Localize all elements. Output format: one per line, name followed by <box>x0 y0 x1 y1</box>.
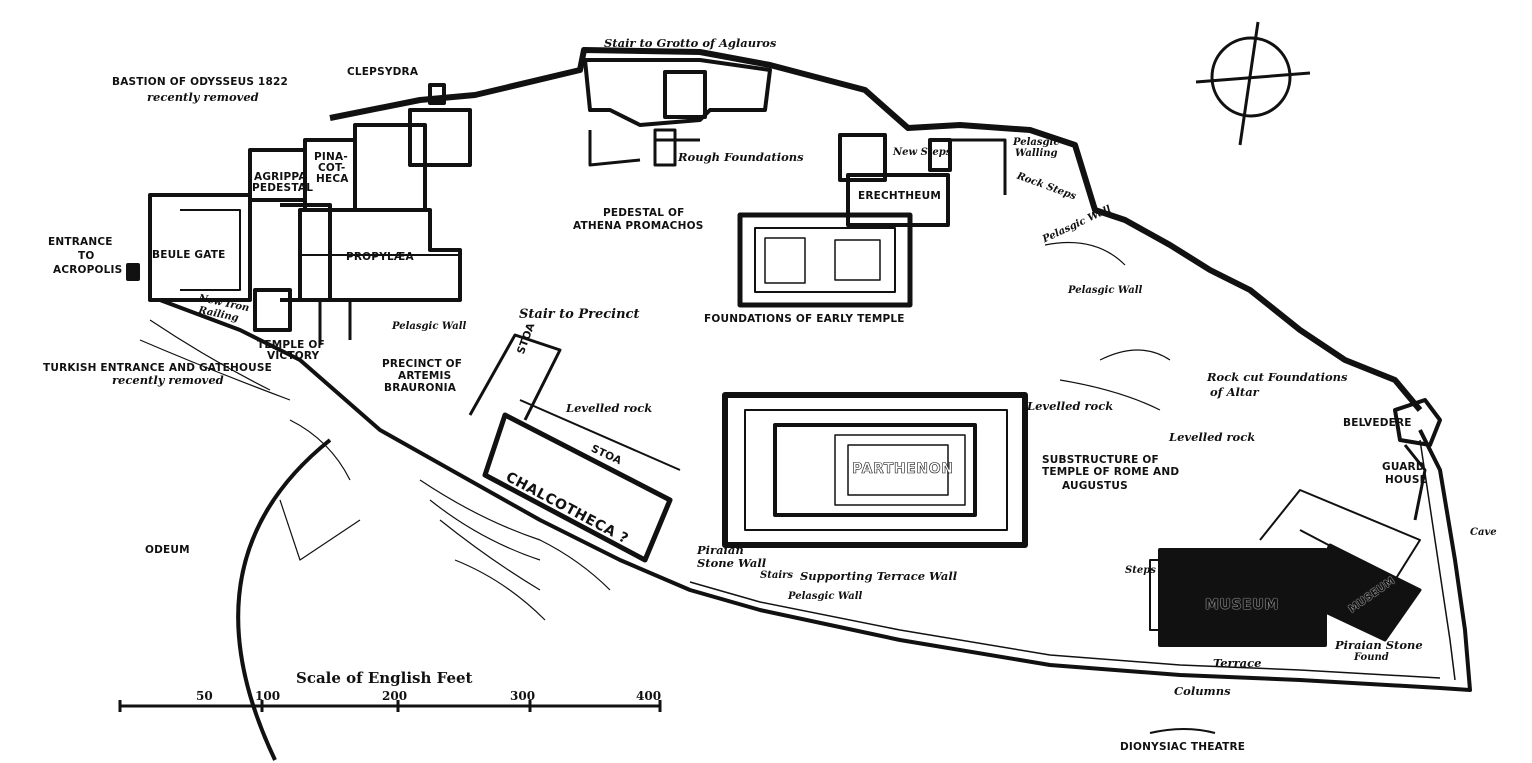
scale-tick: 400 <box>636 689 662 703</box>
label-agrippa-2: PEDESTAL <box>252 182 314 194</box>
label-museum-1: MUSEUM <box>1205 597 1279 613</box>
label-rough-foundations: Rough Foundations <box>678 150 804 164</box>
label-levelled-rock-2: Levelled rock <box>1027 399 1114 413</box>
label-bastion: BASTION OF ODYSSEUS 1822 <box>112 76 288 88</box>
label-supporting-terrace: Supporting Terrace Wall <box>800 569 958 583</box>
label-rock-cut-1: Rock cut Foundations <box>1207 370 1348 384</box>
label-columns: Columns <box>1174 684 1231 698</box>
label-odeum: ODEUM <box>145 544 190 556</box>
north-building-plan <box>583 58 772 167</box>
label-pelasgic-walling-1: Pelasgic <box>1013 137 1060 148</box>
label-pedestal-athena-2: ATHENA PROMACHOS <box>573 220 704 232</box>
label-pedestal-athena-1: PEDESTAL OF <box>603 207 685 219</box>
label-temple-victory-2: VICTORY <box>267 350 320 362</box>
label-precinct-3: BRAURONIA <box>384 382 457 394</box>
propylaea-plan <box>280 83 472 345</box>
label-entrance-3: ACROPOLIS <box>53 264 123 276</box>
rock-hatching <box>139 241 1171 621</box>
label-precinct-2: ARTEMIS <box>398 370 452 382</box>
erechtheum-plan <box>838 133 1007 227</box>
label-parthenon: PARTHENON <box>852 461 954 477</box>
label-new-steps: New Steps <box>893 147 952 158</box>
belvedere-plan <box>1393 398 1442 521</box>
label-belvedere: BELVEDERE <box>1343 417 1412 429</box>
label-substructure-1: SUBSTRUCTURE OF <box>1042 454 1159 466</box>
label-guard-2: HOUSE <box>1385 474 1427 486</box>
odeum-curve <box>236 438 332 761</box>
scale-bar <box>118 700 662 712</box>
label-recently-removed-1: recently removed <box>147 90 259 104</box>
label-stair-grotto: Stair to Grotto of Aglauros <box>604 36 777 50</box>
scale-title: Scale of English Feet <box>296 669 473 687</box>
label-guard-1: GUARD <box>1382 461 1425 473</box>
parthenon-plan <box>722 392 1028 548</box>
scale-tick: 50 <box>196 689 213 703</box>
label-recently-removed-2: recently removed <box>112 373 224 387</box>
label-pinacotheca-1: PINA- <box>314 151 348 163</box>
scale-tick: 300 <box>510 689 536 703</box>
label-piraian-1: Piraian <box>697 543 744 557</box>
fortification-wall <box>329 47 1423 412</box>
label-terrace: Terrace <box>1213 656 1262 670</box>
label-pinacotheca-3: HECA <box>316 173 349 185</box>
beule-gate-plan <box>126 148 307 332</box>
chalcotheca-plan <box>468 333 681 563</box>
label-foundations-early: FOUNDATIONS OF EARLY TEMPLE <box>704 313 905 325</box>
label-pelasgic-walling-2: Walling <box>1015 148 1058 159</box>
label-cave: Cave <box>1470 527 1497 538</box>
label-dionysiac: DIONYSIAC THEATRE <box>1120 741 1246 753</box>
label-entrance-1: ENTRANCE <box>48 236 113 248</box>
label-substructure-3: AUGUSTUS <box>1062 480 1128 492</box>
label-erechtheum: ERECHTHEUM <box>858 190 942 202</box>
label-steps: Steps <box>1125 565 1156 576</box>
dionysiac-curve <box>1149 728 1216 734</box>
label-propylaea: PROPYLÆA <box>346 251 414 263</box>
north-arrow-icon <box>1195 21 1311 146</box>
scale-tick: 100 <box>255 689 281 703</box>
early-temple-plan <box>737 212 913 308</box>
label-temple-victory-1: TEMPLE OF <box>257 339 325 351</box>
label-levelled-rock-1: Levelled rock <box>566 401 653 415</box>
label-piraian-found-2: Found <box>1354 652 1389 663</box>
label-beule-gate: BEULE GATE <box>152 249 226 261</box>
label-pelasgic-wall-s: Pelasgic Wall <box>788 591 863 602</box>
label-precinct-1: PRECINCT OF <box>382 358 463 370</box>
south-wall-inner <box>689 439 1456 681</box>
label-pelasgic-wall-e: Pelasgic Wall <box>1068 285 1143 296</box>
museum-plan <box>1149 489 1422 647</box>
label-stairs: Stairs <box>760 570 794 581</box>
label-stair-precinct: Stair to Precinct <box>519 307 640 322</box>
label-piraian-found-1: Piraian Stone <box>1335 638 1423 652</box>
label-agrippa-1: AGRIPPA <box>254 171 307 183</box>
label-clepsydra: CLEPSYDRA <box>347 66 419 78</box>
label-rock-cut-2: of Altar <box>1210 385 1259 399</box>
label-entrance-2: TO <box>78 250 95 262</box>
label-pelasgic-wall-w: Pelasgic Wall <box>392 321 467 332</box>
south-wall <box>159 298 1472 692</box>
scale-tick: 200 <box>382 689 408 703</box>
label-levelled-rock-3: Levelled rock <box>1169 430 1256 444</box>
label-pinacotheca-2: COT- <box>318 162 346 174</box>
label-substructure-2: TEMPLE OF ROME AND <box>1042 466 1180 478</box>
label-piraian-2: Stone Wall <box>697 556 767 570</box>
label-turkish-entrance: TURKISH ENTRANCE AND GATEHOUSE <box>43 362 273 374</box>
